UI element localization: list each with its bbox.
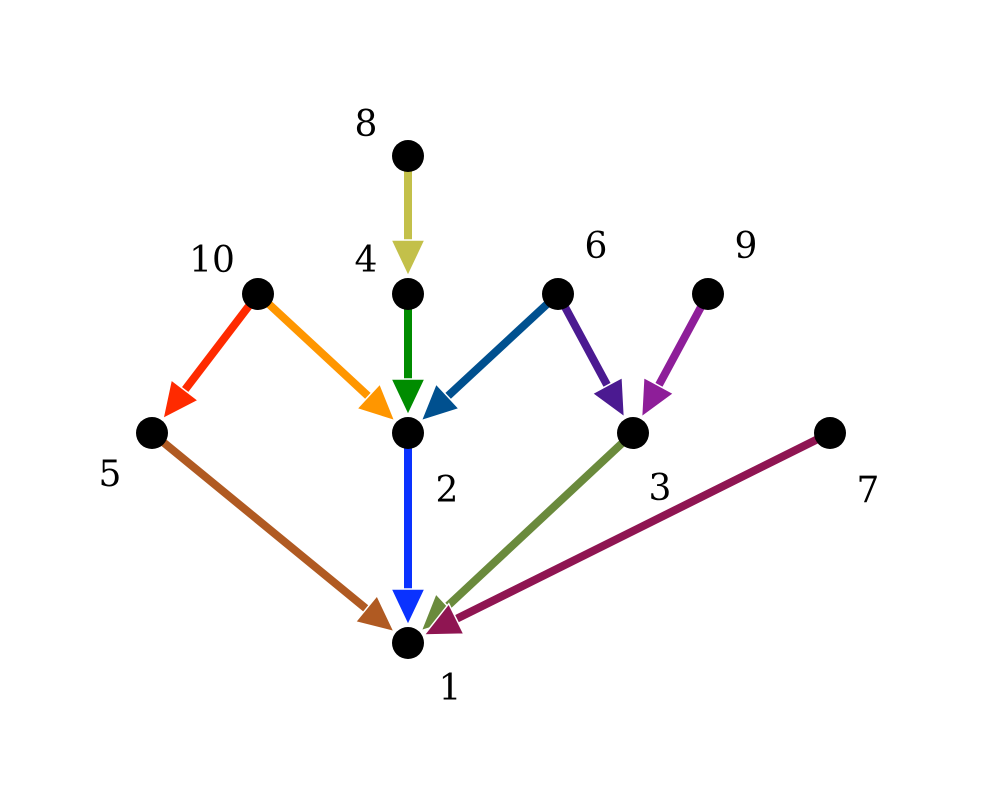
node-7 — [814, 417, 846, 449]
edge-line — [179, 291, 262, 396]
node-label-1: 1 — [439, 668, 462, 709]
edge-line — [653, 292, 712, 391]
node-8 — [392, 140, 424, 172]
edge-2-to-1 — [389, 433, 427, 627]
nodes-layer — [136, 140, 846, 659]
node-label-8: 8 — [355, 104, 378, 145]
edge-arrowhead — [355, 382, 397, 422]
node-label-7: 7 — [857, 470, 880, 511]
edge-line — [149, 429, 372, 615]
node-label-4: 4 — [355, 240, 378, 281]
node-6 — [542, 278, 574, 310]
edge-10-to-5 — [161, 291, 262, 421]
edge-8-to-4 — [389, 156, 427, 278]
edges-layer — [149, 156, 832, 636]
node-4 — [392, 278, 424, 310]
edge-3-to-1 — [419, 430, 636, 632]
node-2 — [392, 417, 424, 449]
edge-6-to-3 — [554, 292, 626, 419]
labels-layer: 1 2 3 4 5 6 7 8 9 10 — [99, 104, 880, 709]
edge-arrowhead — [640, 376, 676, 419]
node-label-2: 2 — [436, 470, 459, 511]
edge-line — [450, 429, 832, 625]
edge-line — [441, 291, 561, 402]
edge-arrowhead — [354, 594, 396, 633]
node-label-10: 10 — [189, 240, 235, 281]
node-10 — [242, 278, 274, 310]
edge-arrowhead — [389, 378, 427, 417]
edge-arrowhead — [389, 588, 427, 627]
edge-6-to-2 — [419, 291, 561, 422]
edge-arrowhead — [419, 382, 461, 422]
edge-9-to-3 — [640, 292, 712, 419]
edge-5-to-1 — [149, 429, 396, 633]
edge-arrowhead — [422, 602, 466, 636]
node-3 — [617, 417, 649, 449]
node-label-6: 6 — [585, 226, 608, 267]
edge-7-to-1 — [422, 429, 832, 636]
edge-4-to-2 — [389, 294, 427, 417]
node-9 — [692, 278, 724, 310]
node-label-5: 5 — [99, 454, 122, 495]
edge-10-to-2 — [255, 291, 397, 422]
edge-line — [554, 292, 613, 391]
node-label-9: 9 — [735, 226, 758, 267]
edge-arrowhead — [161, 378, 200, 421]
node-5 — [136, 417, 168, 449]
edge-line — [441, 430, 636, 612]
node-label-3: 3 — [649, 468, 672, 509]
edge-arrowhead — [389, 239, 427, 278]
node-1 — [392, 627, 424, 659]
edge-line — [255, 291, 375, 402]
edge-arrowhead — [590, 376, 626, 419]
